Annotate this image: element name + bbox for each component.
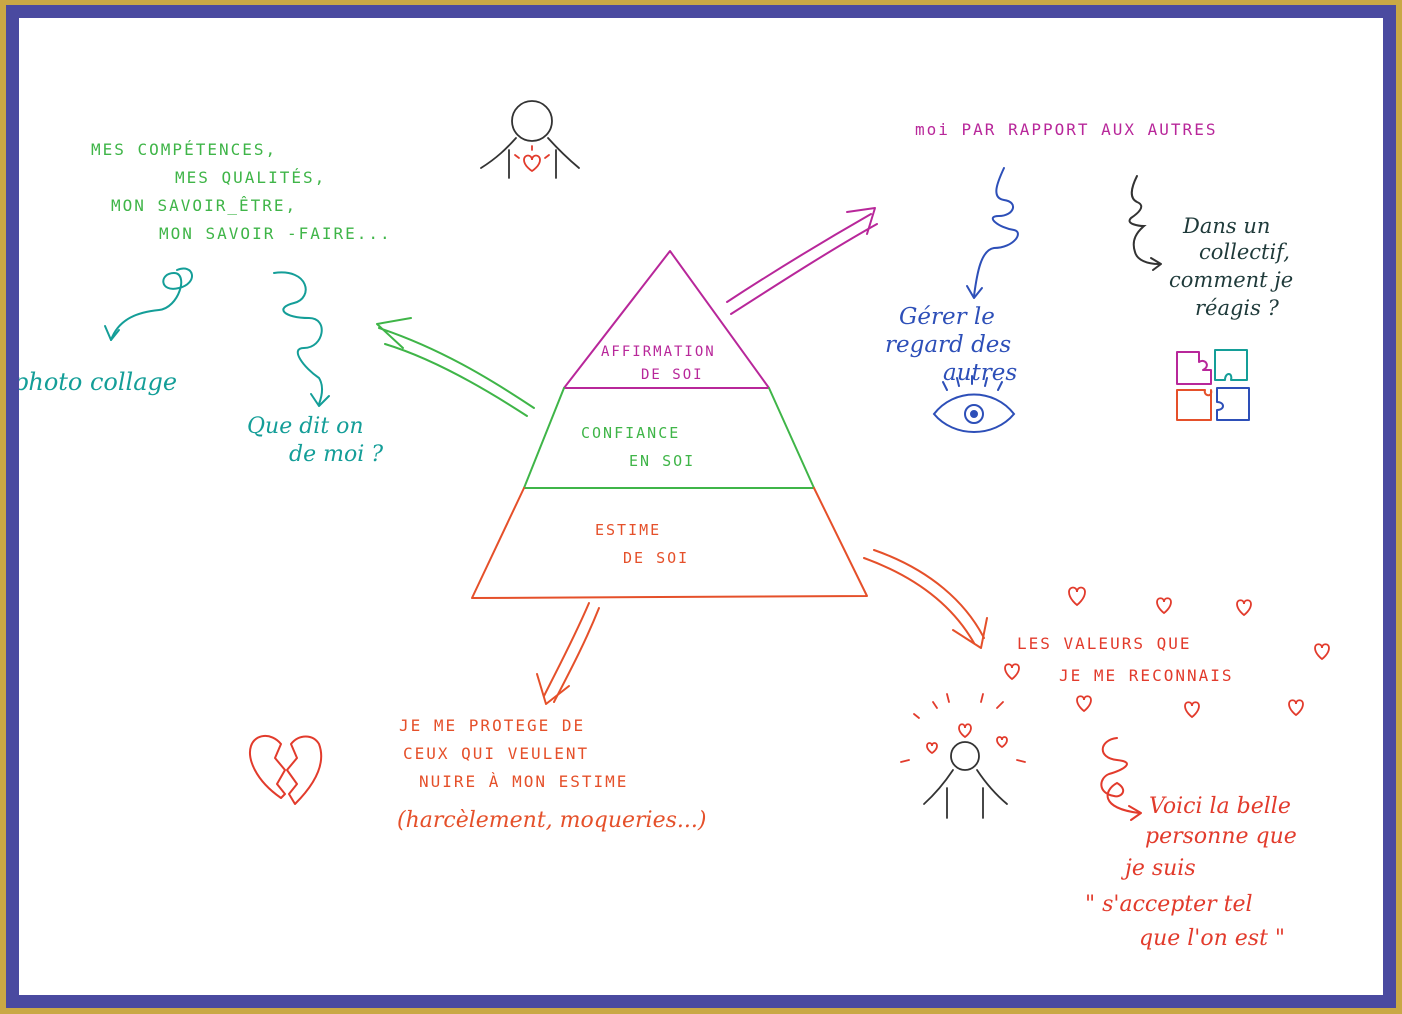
pyramid-diagram [471,250,868,599]
competences-line-4: MON SAVOIR -FAIRE... [159,224,392,243]
regard-line-2: regard des [885,332,1012,358]
heart-icon [1004,586,1330,719]
belle-personne-line-3: je suis [1125,856,1196,881]
belle-personne-line-4: " s'accepter tel [1085,892,1253,917]
competences-line-3: MON SAVOIR_ÊTRE, [111,196,298,215]
drawing-board: AFFIRMATION DE SOI CONFIANCE EN SOI ESTI… [6,5,1396,1008]
que-dit-on-line-1: Que dit on [247,414,364,439]
curly-arrow-collectif [1128,175,1162,271]
person-hearts-icon [900,693,1026,819]
arrow-to-valeurs [863,549,988,649]
pyramid-top-tier [563,250,770,389]
person-heart-icon [480,100,580,179]
valeurs-line-2: JE ME RECONNAIS [1059,666,1234,685]
collectif-line-4: réagis ? [1195,296,1279,320]
protege-line-2: CEUX QUI VEULENT [403,744,590,763]
protege-line-4: (harcèlement, moqueries...) [397,808,707,833]
belle-personne-line-1: Voici la belle [1149,794,1291,819]
arrow-to-protege [536,602,600,705]
curly-arrow-belle-personne [1100,737,1142,821]
pyramid-bottom-tier [471,487,868,599]
pyramid-middle-label-1: CONFIANCE [581,424,681,442]
pyramid-top-label-2: DE SOI [641,367,704,383]
collectif-line-2: collectif, [1199,240,1290,264]
eye-icon [932,375,1016,433]
pyramid-middle-tier [523,387,815,489]
curly-arrow-que-dit-on [273,271,330,407]
protege-line-3: NUIRE À MON ESTIME [419,772,629,791]
valeurs-line-1: LES VALEURS QUE [1017,634,1192,653]
broken-heart-icon [249,735,323,805]
puzzle-icon [1176,349,1250,421]
competences-line-2: MES QUALITÉS, [175,168,327,187]
regard-line-3: autres [943,360,1018,386]
pyramid-middle-label-2: EN SOI [629,452,696,470]
regard-line-1: Gérer le [899,304,995,330]
competences-line-1: MES COMPÉTENCES, [91,140,278,159]
pyramid-top-label-1: AFFIRMATION [601,344,716,360]
arrow-to-autres [726,207,878,315]
belle-personne-line-5: que l'on est " [1139,926,1286,951]
collectif-line-3: comment je [1169,268,1294,292]
pyramid-bottom-label-1: ESTIME [595,521,662,539]
sketch-canvas [104,100,1330,821]
collectif-line-1: Dans un [1183,214,1271,238]
curly-arrow-regard [966,167,1019,299]
photo-collage-label: photo collage [13,368,178,396]
arrow-to-competences [376,317,535,417]
pyramid-bottom-label-2: DE SOI [623,549,690,567]
autres-title: moi PAR RAPPORT AUX AUTRES [915,120,1218,139]
protege-line-1: JE ME PROTEGE DE [399,716,586,735]
belle-personne-line-2: personne que [1145,824,1297,849]
curly-arrow-photo [104,267,193,341]
que-dit-on-line-2: de moi ? [289,442,384,467]
